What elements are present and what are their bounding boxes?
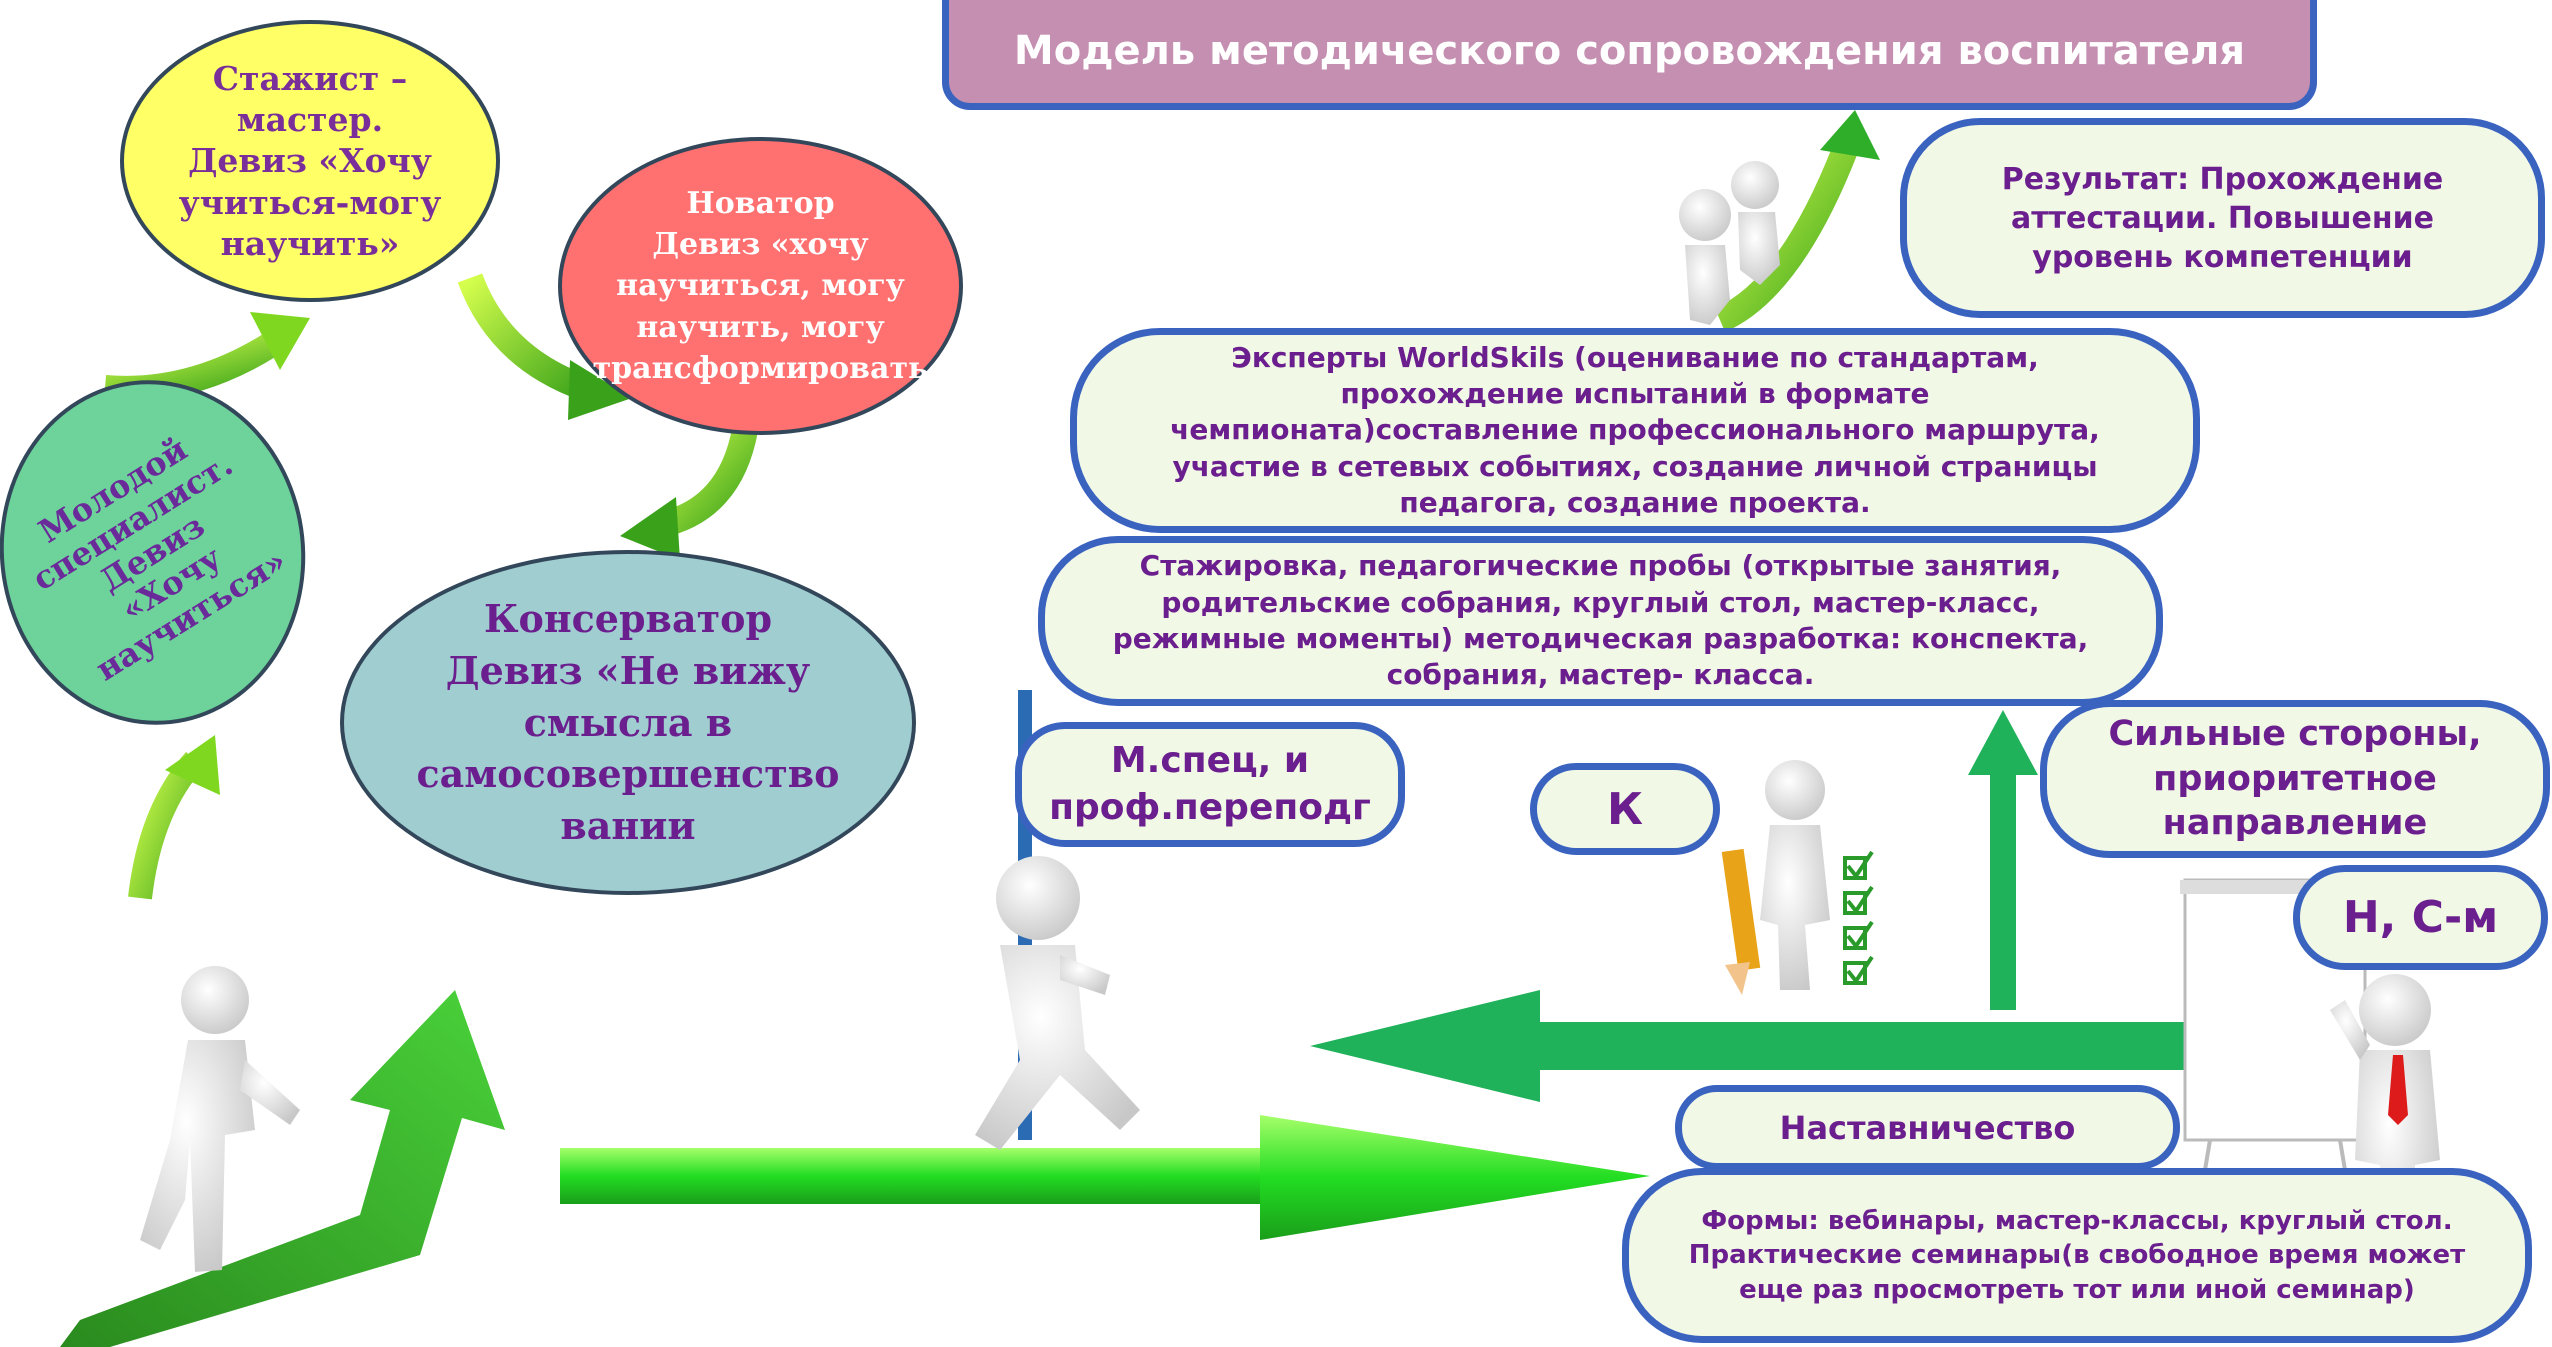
stage-intern-ellipse: Стажист – мастер. Девиз «Хочу учиться-мо… <box>120 20 500 302</box>
internship-box: Стажировка, педагогические пробы (открыт… <box>1038 536 2163 706</box>
mentoring-box: Наставничество <box>1675 1085 2180 1170</box>
walking-figure <box>975 856 1140 1150</box>
stage-arrow-1 <box>103 312 310 402</box>
stage-innovator-text: Новатор Девиз «хочу научиться, могу науч… <box>592 185 929 387</box>
mspec-box: М.спец, и проф.переподг <box>1015 722 1405 847</box>
strengths-text: Сильные стороны, приоритетное направлени… <box>2108 714 2482 844</box>
climbing-figure <box>140 966 300 1272</box>
nsm-box: Н, С-м <box>2293 865 2548 970</box>
title-banner: Модель методического сопровождения воспи… <box>942 0 2317 110</box>
stage-arrow-2 <box>457 273 632 420</box>
strengths-box: Сильные стороны, приоритетное направлени… <box>2040 700 2550 858</box>
return-arrow <box>1310 990 2185 1102</box>
page-title: Модель методического сопровождения воспи… <box>1013 28 2246 74</box>
up-arrow <box>1968 710 2038 1010</box>
growth-arrow <box>60 990 505 1347</box>
forward-arrow <box>560 1115 1650 1240</box>
stage-conservator-ellipse: Консерватор Девиз «Не вижу смысла в само… <box>340 550 916 895</box>
stage-conservator-text: Консерватор Девиз «Не вижу смысла в само… <box>416 596 840 848</box>
k-text: К <box>1607 783 1643 835</box>
forms-text: Формы: вебинары, мастер-классы, круглый … <box>1688 1206 2466 1305</box>
stage-arrow-3 <box>620 427 758 560</box>
result-text: Результат: Прохождение аттестации. Повыш… <box>2001 161 2444 275</box>
experts-box: Эксперты WorldSkils (оценивание по станд… <box>1070 328 2200 533</box>
internship-text: Стажировка, педагогические пробы (открыт… <box>1112 549 2089 692</box>
stage-arrow-4 <box>128 735 220 900</box>
experts-text: Эксперты WorldSkils (оценивание по станд… <box>1170 340 2100 520</box>
stage-intern-text: Стажист – мастер. Девиз «Хочу учиться-мо… <box>178 58 442 263</box>
stage-innovator-ellipse: Новатор Девиз «хочу научиться, могу науч… <box>558 137 963 435</box>
mspec-text: М.спец, и проф.переподг <box>1049 739 1371 828</box>
k-box: К <box>1530 763 1720 855</box>
mentoring-text: Наставничество <box>1779 1108 2076 1147</box>
forms-box: Формы: вебинары, мастер-классы, круглый … <box>1622 1168 2532 1343</box>
nsm-text: Н, С-м <box>2342 892 2499 943</box>
climbing-arrow-figures <box>1679 110 1880 332</box>
result-box: Результат: Прохождение аттестации. Повыш… <box>1900 118 2545 318</box>
stage-young-text: Молодой специалист. Девиз «Хочу научитьс… <box>25 429 294 689</box>
